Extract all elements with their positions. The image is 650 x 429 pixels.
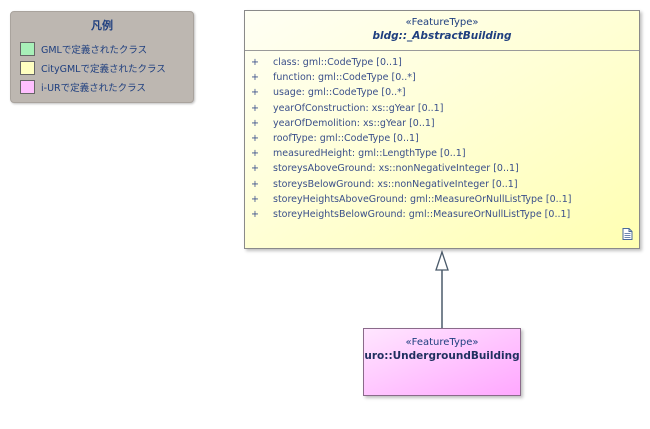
- attribute-row[interactable]: + storeyHeightsAboveGround: gml::MeasureO…: [245, 194, 639, 209]
- attribute-row[interactable]: + class: gml::CodeType [0..1]: [245, 57, 639, 72]
- attribute-visibility: +: [251, 102, 259, 114]
- class-abstract-building[interactable]: «FeatureType» bldg::_AbstractBuilding + c…: [244, 10, 640, 249]
- attribute-row[interactable]: + function: gml::CodeType [0..*]: [245, 72, 639, 87]
- class-underground-building[interactable]: «FeatureType» uro::UndergroundBuilding: [363, 328, 521, 396]
- attribute-text: storeysAboveGround: xs::nonNegativeInteg…: [273, 163, 519, 175]
- class-header: «FeatureType» bldg::_AbstractBuilding: [245, 11, 639, 51]
- legend-label-gml: GMLで定義されたクラス: [41, 45, 148, 56]
- legend-swatch-iur: [20, 80, 35, 94]
- class-stereotype: «FeatureType»: [405, 337, 479, 348]
- attribute-row[interactable]: + roofType: gml::CodeType [0..1]: [245, 133, 639, 148]
- attribute-visibility: +: [251, 148, 259, 160]
- attribute-text: class: gml::CodeType [0..1]: [273, 57, 402, 68]
- legend-item-citygml: CityGMLで定義されたクラス: [20, 60, 166, 76]
- hollow-triangle-arrowhead-icon: [435, 249, 449, 271]
- legend-label-iur: i-URで定義されたクラス: [41, 83, 146, 94]
- attribute-text: roofType: gml::CodeType [0..1]: [273, 132, 419, 144]
- class-stereotype: «FeatureType»: [405, 17, 479, 28]
- legend-item-gml: GMLで定義されたクラス: [20, 41, 147, 57]
- note-icon[interactable]: [622, 228, 633, 240]
- attribute-text: yearOfDemolition: xs::gYear [0..1]: [273, 117, 435, 129]
- legend-panel: 凡例 GMLで定義されたクラス CityGMLで定義されたクラス i-URで定義…: [10, 11, 194, 103]
- class-name: uro::UndergroundBuilding: [364, 350, 520, 362]
- attribute-row[interactable]: + measuredHeight: gml::LengthType [0..1]: [245, 148, 639, 163]
- attribute-visibility: +: [251, 178, 259, 190]
- attribute-visibility: +: [251, 72, 259, 84]
- attribute-row[interactable]: + yearOfConstruction: xs::gYear [0..1]: [245, 103, 639, 118]
- legend-item-iur: i-URで定義されたクラス: [20, 79, 146, 95]
- attribute-visibility: +: [251, 163, 259, 175]
- legend-swatch-gml: [20, 42, 35, 56]
- attribute-visibility: +: [251, 193, 259, 205]
- attribute-row[interactable]: + yearOfDemolition: xs::gYear [0..1]: [245, 118, 639, 133]
- attribute-row[interactable]: + usage: gml::CodeType [0..*]: [245, 87, 639, 102]
- legend-label-citygml: CityGMLで定義されたクラス: [41, 64, 166, 75]
- attribute-list: +class: gml::CodeType [0..1] +function: …: [245, 57, 639, 224]
- attribute-text: measuredHeight: gml::LengthType [0..1]: [273, 148, 466, 160]
- attribute-row[interactable]: + storeyHeightsBelowGround: gml::MeasureO…: [245, 209, 639, 224]
- attribute-text: storeyHeightsBelowGround: gml::MeasureOr…: [273, 208, 571, 220]
- attribute-visibility: +: [251, 132, 259, 144]
- attribute-row[interactable]: + storeysAboveGround: xs::nonNegativeInte…: [245, 163, 639, 178]
- attribute-text: function: gml::CodeType [0..*]: [273, 72, 416, 84]
- attribute-visibility: +: [251, 117, 259, 129]
- attribute-visibility: +: [251, 208, 259, 220]
- attribute-row[interactable]: + storeysBelowGround: xs::nonNegativeInte…: [245, 179, 639, 194]
- legend-title: 凡例: [91, 19, 113, 32]
- attribute-text: storeyHeightsAboveGround: gml::MeasureOr…: [273, 193, 572, 205]
- legend-swatch-citygml: [20, 61, 35, 75]
- attribute-text: yearOfConstruction: xs::gYear [0..1]: [273, 102, 444, 114]
- attribute-visibility: +: [251, 87, 259, 99]
- attribute-text: storeysBelowGround: xs::nonNegativeInteg…: [273, 178, 518, 190]
- attribute-text: usage: gml::CodeType [0..*]: [273, 87, 406, 99]
- class-name: bldg::_AbstractBuilding: [372, 30, 512, 42]
- attribute-visibility: +: [251, 57, 259, 68]
